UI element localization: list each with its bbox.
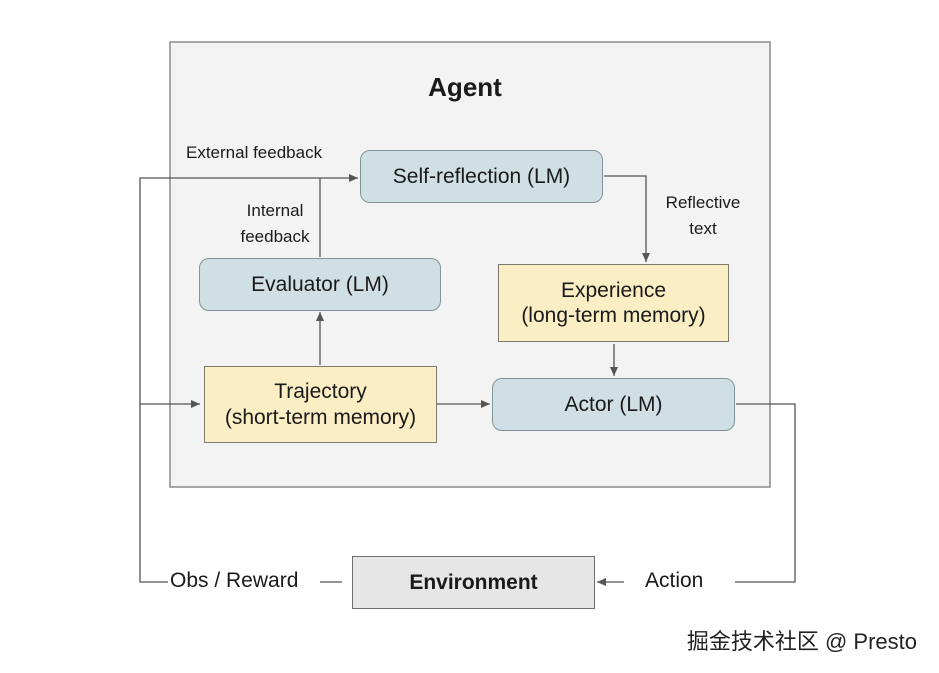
external-feedback-label: External feedback bbox=[186, 140, 322, 166]
evaluator-node: Evaluator (LM) bbox=[199, 258, 441, 311]
environment-label: Environment bbox=[409, 570, 538, 594]
action-label: Action bbox=[645, 569, 703, 593]
obs-reward-label: Obs / Reward bbox=[170, 569, 298, 593]
trajectory-sublabel: (short-term memory) bbox=[224, 405, 417, 429]
reflective-text-label: Reflective text bbox=[657, 190, 749, 242]
obs-reward-text: Obs / Reward bbox=[170, 569, 299, 592]
experience-sublabel: (long-term memory) bbox=[521, 304, 706, 327]
obs-external-feedback-arrow bbox=[139, 174, 358, 583]
actor-action-line bbox=[735, 403, 796, 583]
self-reflection-node: Self-reflection (LM) bbox=[360, 150, 603, 203]
internal-feedback-label: Internal feedback bbox=[232, 198, 318, 250]
self-reflection-label: Self-reflection (LM) bbox=[392, 164, 571, 188]
trajectory-node: Trajectory (short-term memory) bbox=[204, 366, 437, 443]
experience-node: Experience (long-term memory) bbox=[498, 264, 729, 342]
trajectory-label: Trajectory bbox=[274, 380, 367, 404]
action-text: Action bbox=[645, 569, 704, 592]
internal-feedback-line1: Internal bbox=[246, 201, 304, 220]
watermark-text: 掘金技术社区 @ Presto bbox=[686, 629, 917, 654]
reflective-text-line1: Reflective bbox=[665, 193, 741, 212]
reflective-text-line2: text bbox=[689, 219, 717, 238]
agent-title: Agent bbox=[400, 70, 530, 106]
experience-label: Experience bbox=[560, 278, 667, 302]
actor-label: Actor (LM) bbox=[564, 392, 663, 416]
internal-feedback-line2: feedback bbox=[240, 227, 310, 246]
external-feedback-text: External feedback bbox=[186, 143, 323, 162]
evaluator-label: Evaluator (LM) bbox=[251, 272, 389, 296]
watermark: 掘金技术社区 @ Presto bbox=[687, 624, 917, 656]
agent-title-text: Agent bbox=[428, 72, 502, 103]
actor-node: Actor (LM) bbox=[492, 378, 735, 431]
reflective-text-arrow bbox=[604, 175, 650, 262]
environment-node: Environment bbox=[352, 556, 595, 609]
